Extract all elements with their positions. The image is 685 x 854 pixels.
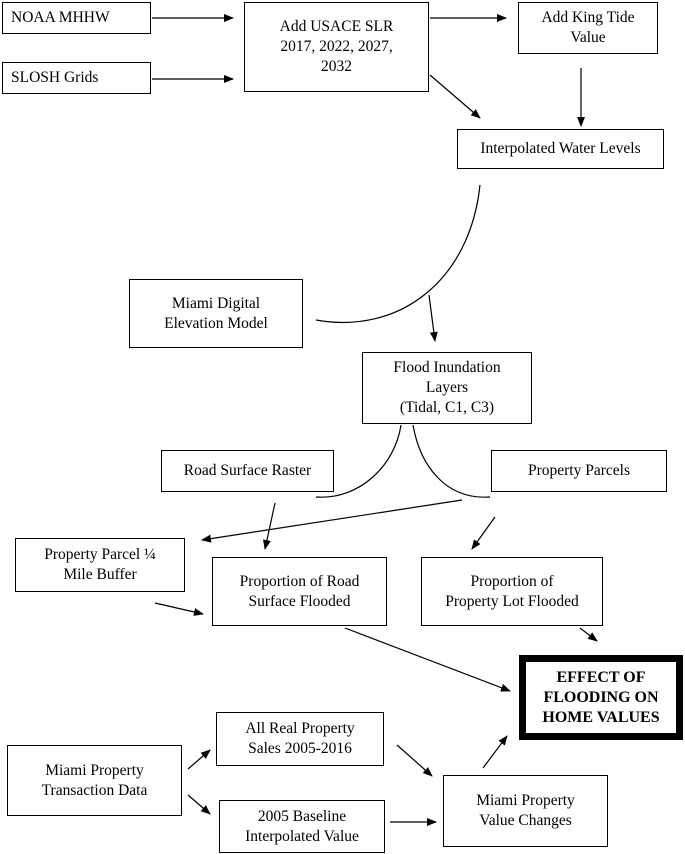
curve-flood-to-parcels bbox=[412, 424, 491, 498]
noaa-mhhw-label: NOAA MHHW bbox=[11, 9, 110, 26]
property-value-changes-label: Miami Property Value Changes bbox=[476, 792, 575, 829]
all-property-sales-label: All Real Property Sales 2005-2016 bbox=[245, 720, 355, 757]
road-surface-raster-box: Road Surface Raster bbox=[161, 450, 334, 492]
property-transaction-data-box: Miami Property Transaction Data bbox=[7, 745, 182, 816]
miami-dem-label: Miami Digital Elevation Model bbox=[164, 294, 268, 332]
slosh-grids-box: SLOSH Grids bbox=[2, 62, 151, 94]
property-lot-flooded-box: Proportion of Property Lot Flooded bbox=[421, 557, 603, 626]
effect-of-flooding-label: EFFECT OF FLOODING ON HOME VALUES bbox=[542, 668, 660, 726]
arrow-transaction-to-baseline bbox=[187, 794, 211, 815]
arrow-sales-to-valuechanges bbox=[396, 744, 433, 777]
usace-slr-box: Add USACE SLR 2017, 2022, 2027, 2032 bbox=[244, 2, 429, 92]
road-surface-raster-label: Road Surface Raster bbox=[183, 462, 312, 479]
miami-dem-box: Miami Digital Elevation Model bbox=[129, 279, 303, 348]
noaa-mhhw-box: NOAA MHHW bbox=[2, 2, 151, 34]
flood-inundation-layers-box: Flood Inundation Layers (Tidal, C1, C3) bbox=[362, 352, 532, 424]
arrow-parcels-to-lotflooded bbox=[471, 516, 496, 550]
interpolated-water-levels-box: Interpolated Water Levels bbox=[457, 129, 664, 169]
property-value-changes-box: Miami Property Value Changes bbox=[443, 775, 608, 847]
interpolated-water-levels-label: Interpolated Water Levels bbox=[480, 140, 641, 157]
king-tide-box: Add King Tide Value bbox=[518, 2, 658, 54]
property-parcel-buffer-label: Property Parcel ¼ Mile Buffer bbox=[44, 546, 156, 583]
flood-inundation-layers-label: Flood Inundation Layers (Tidal, C1, C3) bbox=[393, 359, 501, 416]
arrow-buffer-to-roadflooded bbox=[154, 602, 204, 616]
arrow-valuechanges-to-effect bbox=[482, 735, 508, 769]
all-property-sales-box: All Real Property Sales 2005-2016 bbox=[216, 712, 384, 766]
road-surface-flooded-label: Proportion of Road Surface Flooded bbox=[239, 572, 360, 610]
baseline-value-label: 2005 Baseline Interpolated Value bbox=[245, 807, 359, 845]
king-tide-label: Add King Tide Value bbox=[541, 9, 635, 46]
usace-slr-label: Add USACE SLR 2017, 2022, 2027, 2032 bbox=[279, 18, 394, 75]
property-transaction-data-label: Miami Property Transaction Data bbox=[41, 761, 148, 799]
curve-flood-to-road bbox=[315, 424, 402, 498]
effect-of-flooding-box: EFFECT OF FLOODING ON HOME VALUES bbox=[519, 655, 683, 740]
arrow-parcels-to-buffer bbox=[201, 499, 463, 543]
arrow-roadflooded-to-effect bbox=[344, 627, 511, 692]
arrow-to-flood-layers bbox=[428, 294, 438, 342]
arrow-lotflooded-to-effect bbox=[579, 627, 598, 642]
property-parcels-box: Property Parcels bbox=[491, 450, 667, 492]
arrow-transaction-to-sales bbox=[187, 749, 211, 770]
road-surface-flooded-box: Proportion of Road Surface Flooded bbox=[212, 557, 387, 626]
arrow-usace-to-interpwater bbox=[429, 74, 481, 119]
baseline-value-box: 2005 Baseline Interpolated Value bbox=[219, 800, 385, 853]
arrow-road-to-roadflooded bbox=[263, 502, 276, 550]
slosh-grids-label: SLOSH Grids bbox=[11, 69, 99, 86]
property-parcel-buffer-box: Property Parcel ¼ Mile Buffer bbox=[15, 538, 185, 592]
curve-interpwater-to-dem bbox=[315, 184, 481, 324]
property-lot-flooded-label: Proportion of Property Lot Flooded bbox=[445, 572, 579, 610]
property-parcels-label: Property Parcels bbox=[527, 462, 630, 479]
